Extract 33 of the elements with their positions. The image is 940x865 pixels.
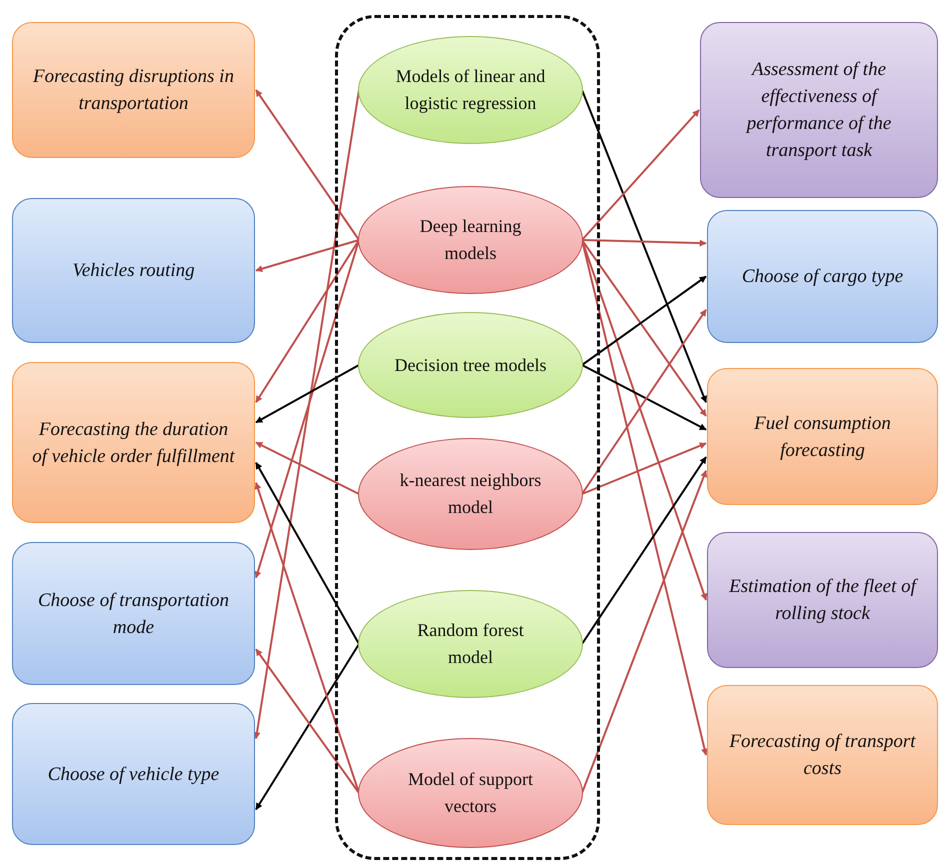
arrow [581,276,707,366]
ellipse-node: Models of linear and logistic regression [358,36,583,144]
dashed-frame [335,15,600,860]
rounded-box: Forecasting of transport costs [707,685,938,825]
arrow [581,309,707,495]
ellipse-node: Model of support vectors [358,738,583,848]
rounded-box: Assessment of the effectiveness of performance of the transport task [700,22,938,198]
arrow [255,239,360,403]
arrow [255,364,360,424]
rounded-box: Choose of transportation mode [12,542,255,685]
arrow [581,456,707,645]
arrow [255,442,360,495]
rounded-box: Forecasting the duration of vehicle order fulfillment [12,362,255,523]
arrow [581,239,707,417]
arrow [581,90,707,403]
ellipse-node: k-nearest neighbors model [358,438,583,550]
arrow [255,239,360,272]
arrow [581,109,700,241]
arrow [582,364,707,431]
ellipse-node: Deep learning models [358,186,583,294]
rounded-box: Estimation of the fleet of rolling stock [707,532,938,668]
rounded-box: Forecasting disruptions in transportation [12,22,255,158]
rounded-box: Fuel consumption forecasting [707,368,938,505]
ellipse-node: Decision tree models [358,312,583,418]
rounded-box: Choose of cargo type [707,210,938,343]
arrow [255,89,360,241]
arrow [581,470,707,794]
arrow [255,462,360,644]
arrow [582,442,707,495]
rounded-box: Vehicles routing [12,198,255,343]
rounded-box: Choose of vehicle type [12,703,255,845]
arrow [582,239,707,247]
ellipse-node: Random forest model [358,590,583,698]
